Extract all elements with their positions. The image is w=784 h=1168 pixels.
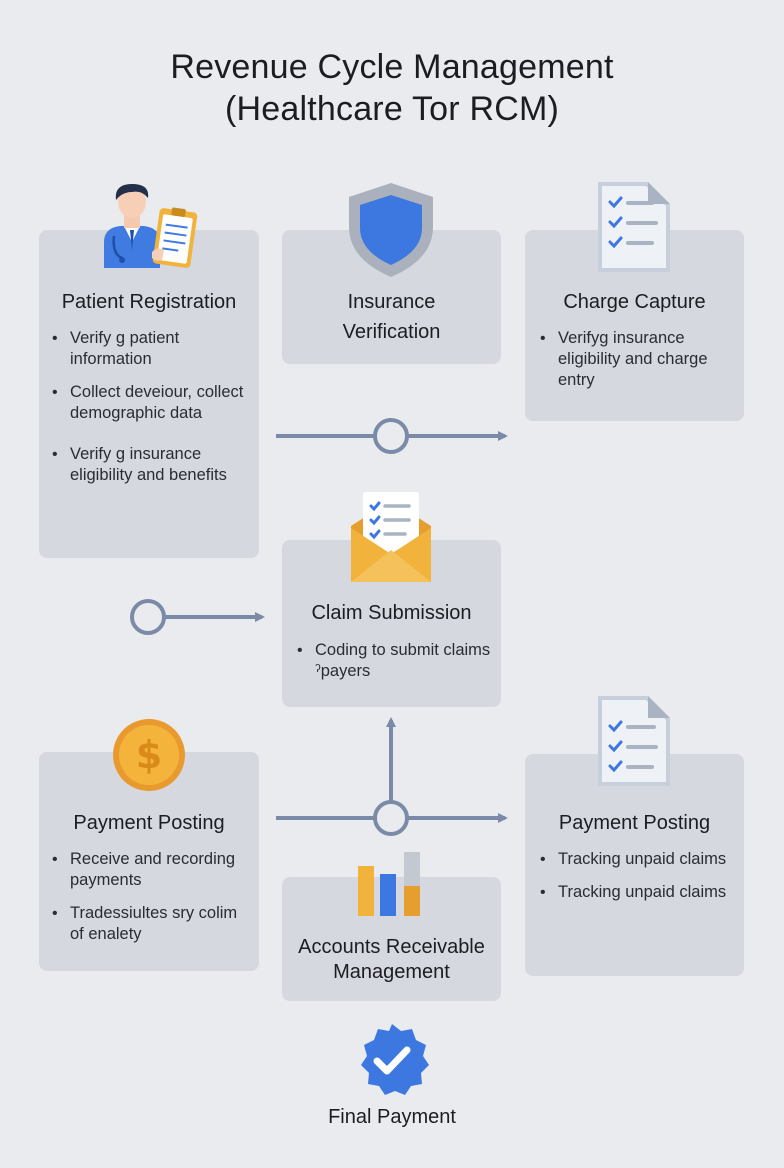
card-accounts-receivable: Accounts Receivable Management xyxy=(282,877,501,1001)
bar-chart-icon xyxy=(358,852,420,916)
card-title: Charge Capture xyxy=(563,291,706,313)
bullet-item: Verify g insurance eligibility and benef… xyxy=(50,444,255,486)
doctor-with-clipboard-icon xyxy=(104,184,198,268)
card-title-line-1: Insurance xyxy=(347,291,436,313)
card-title-line-2: Verification xyxy=(342,321,441,343)
title-line-2: (Healthcare Tor RCM) xyxy=(224,90,559,128)
card-title: Claim Submission xyxy=(311,602,472,624)
card-patient-registration: Patient Registration Verify g patient in… xyxy=(39,230,259,558)
bullet-item: Verifyg insurance eligibility and charge… xyxy=(538,328,738,391)
card-title: Payment Posting xyxy=(558,812,711,834)
bullet-list: Receive and recording payments Tradessiu… xyxy=(50,849,255,957)
checklist-document-icon xyxy=(598,182,670,272)
connector-bottom xyxy=(276,717,508,836)
bullet-item: Tracking unpaid claims xyxy=(538,849,738,870)
bullet-item: Coding to submit claims ˀpayers xyxy=(295,640,495,682)
bullet-item: Tradessiultes sry colim of enalety xyxy=(50,903,255,945)
bullet-list: Verifyg insurance eligibility and charge… xyxy=(538,328,738,403)
bullet-item: Collect deveiour, collect demographic da… xyxy=(50,382,255,424)
card-title: Patient Registration xyxy=(61,291,237,313)
bullet-item: Tracking unpaid claims xyxy=(538,882,738,903)
envelope-with-checklist-icon xyxy=(351,492,431,582)
bullet-list: Coding to submit claims ˀpayers xyxy=(295,640,495,694)
svg-text:$: $ xyxy=(136,733,162,777)
bullet-item: Verify g patient information xyxy=(50,328,255,370)
bullet-item: Receive and recording payments xyxy=(50,849,255,891)
card-title-line-2: Management xyxy=(333,961,450,983)
bullet-list: Verify g patient information Collect dev… xyxy=(50,328,255,498)
connector-claim-in xyxy=(130,599,265,635)
card-title: Payment Posting xyxy=(73,812,225,834)
connector-top xyxy=(276,418,508,454)
dollar-coin-icon: $ xyxy=(113,719,185,791)
title-line-1: Revenue Cycle Management xyxy=(170,48,614,86)
card-title-line-1: Accounts Receivable xyxy=(298,936,485,958)
verified-check-badge-icon xyxy=(361,1024,429,1095)
final-payment-label: Final Payment xyxy=(328,1106,456,1128)
page-title: Revenue Cycle Management (Healthcare Tor… xyxy=(0,46,784,130)
checklist-document-icon xyxy=(598,696,670,786)
bullet-list: Tracking unpaid claims Tracking unpaid c… xyxy=(538,849,738,915)
shield-icon xyxy=(349,183,433,277)
card-payment-posting-right: Payment Posting Tracking unpaid claims T… xyxy=(525,754,744,976)
